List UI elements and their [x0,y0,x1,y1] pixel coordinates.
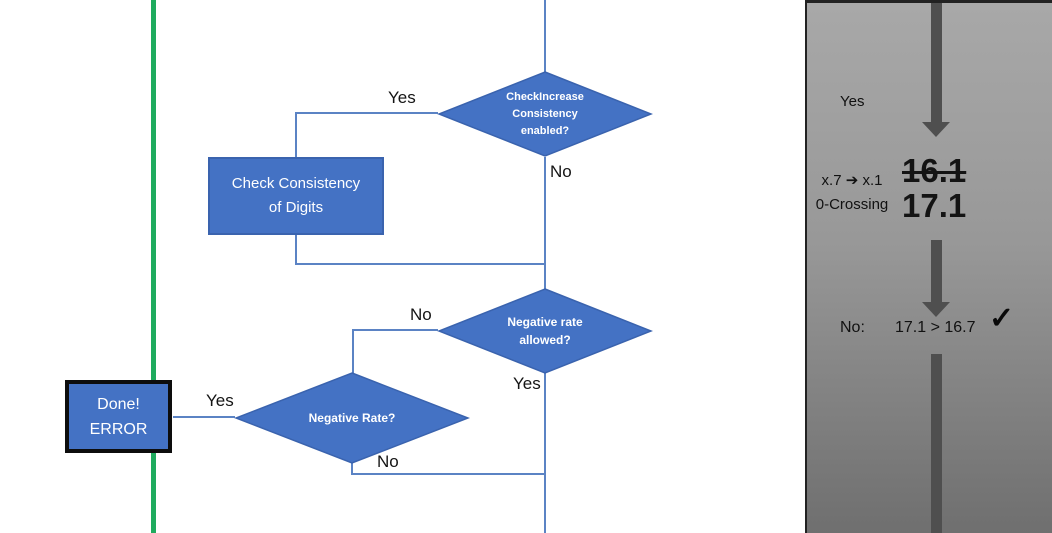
flow-connector-no2-v [352,329,354,374]
down-arrow-3-shaft [931,354,942,533]
terminator-label: Done! ERROR [89,395,148,438]
diamond-shape [437,71,653,157]
old-value-strikethrough: 16.1 [902,152,967,189]
flow-connector-yes3 [173,416,235,418]
decision-label: CheckIncrease Consistency enabled? [506,90,584,137]
flow-connector-top [544,0,546,72]
comparison-text: 17.1 > 16.7 [895,319,976,336]
flow-connector-yes1-h [295,112,438,114]
value-correction: 16.1 17.1 [902,153,966,223]
down-arrow-1-head-icon [922,122,950,137]
decision-label: Negative Rate? [308,411,396,425]
flow-connector-no3-h [351,473,546,475]
new-value: 17.1 [902,187,967,224]
branch-label-no-top: No [550,162,572,181]
flow-connector-rect-out-h [295,263,546,265]
notes-panel: Yes x.7 ➔ x.1 0-Crossing 16.1 17.1 No: 1… [805,0,1052,533]
flow-connector-rect-out-v [295,235,297,265]
flow-connector-no2-h [352,329,438,331]
branch-label-yes-allowed: Yes [513,374,541,393]
decision-label: Negative rate allowed? [507,315,583,347]
diamond-shape [437,288,653,374]
flow-connector-yes1-v [295,112,297,158]
rule-line-1: x.7 ➔ x.1 [821,172,883,189]
decision-negative-rate-allowed: Negative rate allowed? [437,288,653,374]
branch-label-yes-top: Yes [388,88,416,107]
diamond-shape [234,372,470,464]
timeline-green-line [151,0,156,533]
process-check-consistency: Check Consistency of Digits [208,157,384,235]
result-prefix-label: No: [840,319,865,336]
down-arrow-2-head-icon [922,302,950,317]
panel-yes-label: Yes [840,93,865,110]
flow-connector-yes2 [544,371,546,533]
down-arrow-2-shaft [931,240,942,302]
terminator-done-error: Done! ERROR [65,380,172,453]
process-label: Check Consistency of Digits [231,175,361,216]
zero-crossing-rule: x.7 ➔ x.1 0-Crossing [805,169,899,217]
decision-negative-rate: Negative Rate? [234,372,470,464]
rule-line-2: 0-Crossing [815,196,889,213]
decision-checkincrease-consistency: CheckIncrease Consistency enabled? [437,71,653,157]
branch-label-no-allowed: No [410,305,432,324]
down-arrow-1-shaft [931,3,942,122]
branch-label-no-negrate: No [377,452,399,471]
checkmark-icon: ✓ [989,302,1015,335]
flow-connector-no1 [544,157,546,290]
branch-label-yes-negrate: Yes [206,391,234,410]
flow-connector-no3-v [351,462,353,475]
